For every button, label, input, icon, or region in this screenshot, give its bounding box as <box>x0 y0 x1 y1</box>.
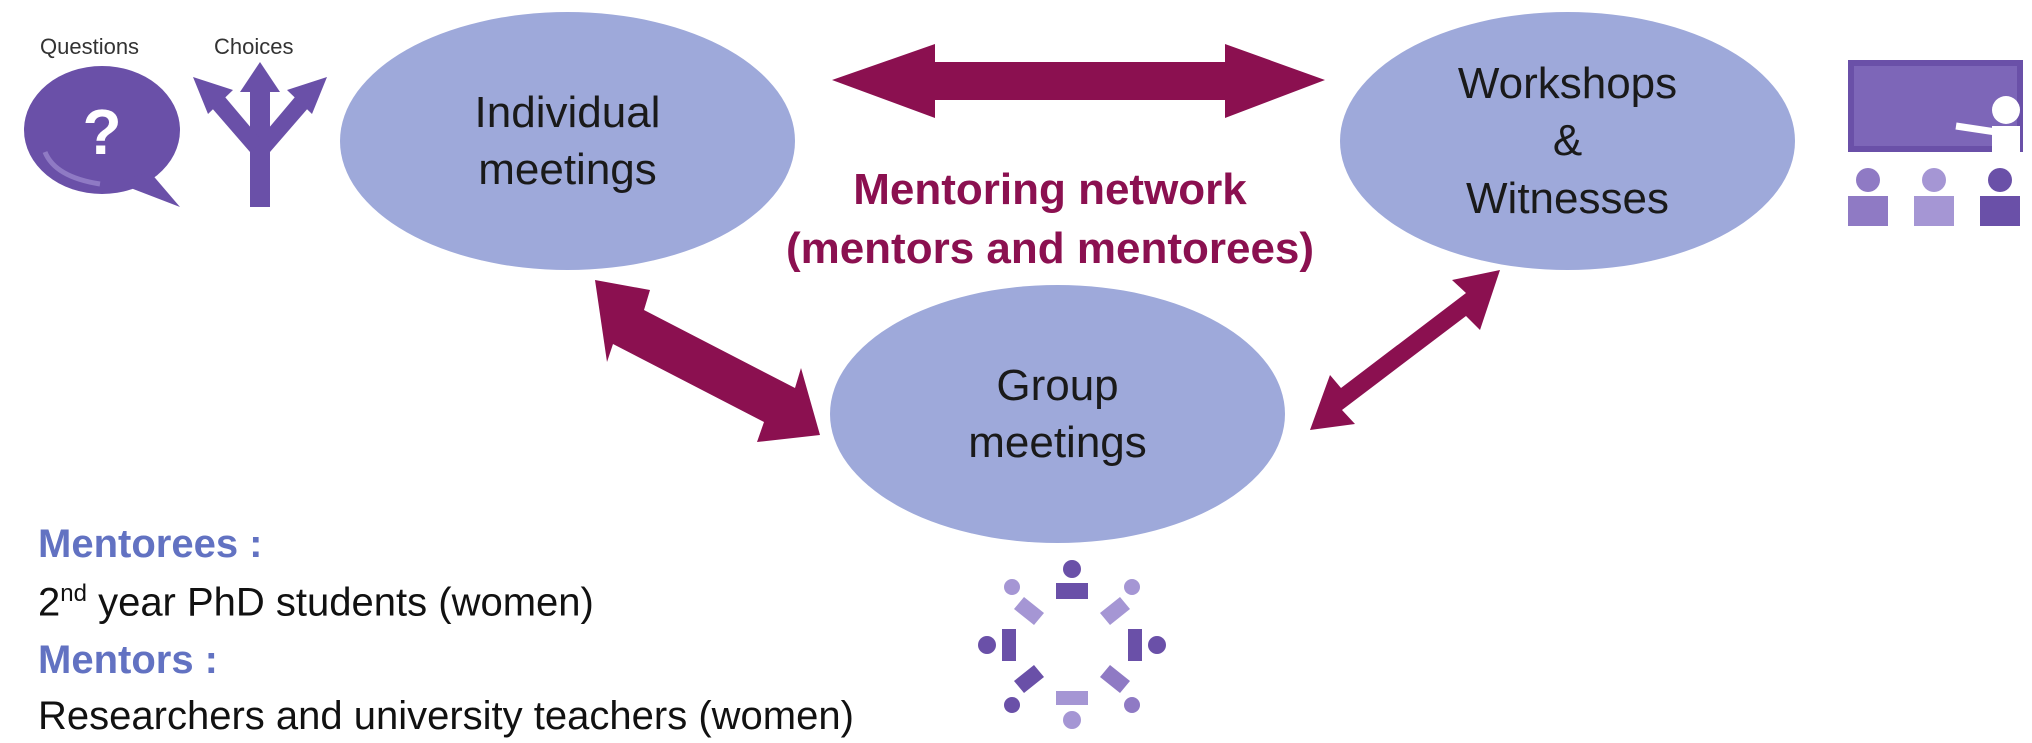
workshops-witnesses-node: Workshops & Witnesses <box>1340 12 1795 270</box>
speech-bubble-icon: ? <box>24 66 180 207</box>
arrow-individual-group <box>595 280 820 442</box>
network-title-line2: (mentors and mentorees) <box>785 224 1315 274</box>
classroom-presentation-icon <box>1848 60 2023 226</box>
mentors-description: Researchers and university teachers (wom… <box>38 694 854 738</box>
questions-label: Questions <box>40 34 140 59</box>
mentors-heading: Mentors : <box>38 638 218 682</box>
group-meetings-label: Group meetings <box>968 360 1147 467</box>
mentorees-heading: Mentorees : <box>38 522 263 566</box>
mentoring-network-title: Mentoring network (mentors and mentorees… <box>760 160 1340 279</box>
mentorees-year-suffix: nd <box>60 580 87 607</box>
arrow-workshops-group <box>1310 270 1500 430</box>
mentorees-text: year PhD students (women) <box>86 580 594 625</box>
choices-label: Choices <box>214 34 294 59</box>
mentorees-year-number: 2 <box>38 580 61 625</box>
individual-meetings-label: Individual meetings <box>474 87 661 194</box>
question-mark-glyph: ? <box>82 96 121 168</box>
group-meeting-circle-icon <box>978 560 1166 729</box>
group-meetings-node: Group meetings <box>830 285 1285 543</box>
choices-arrows-icon <box>193 62 327 207</box>
workshops-witnesses-label: Workshops & Witnesses <box>1457 59 1678 223</box>
individual-meetings-node: Individual meetings <box>340 12 795 270</box>
arrow-individual-workshops <box>832 44 1325 118</box>
mentorees-description: 2nd year PhD students (women) <box>38 580 594 625</box>
network-title-line1: Mentoring network <box>853 165 1247 214</box>
